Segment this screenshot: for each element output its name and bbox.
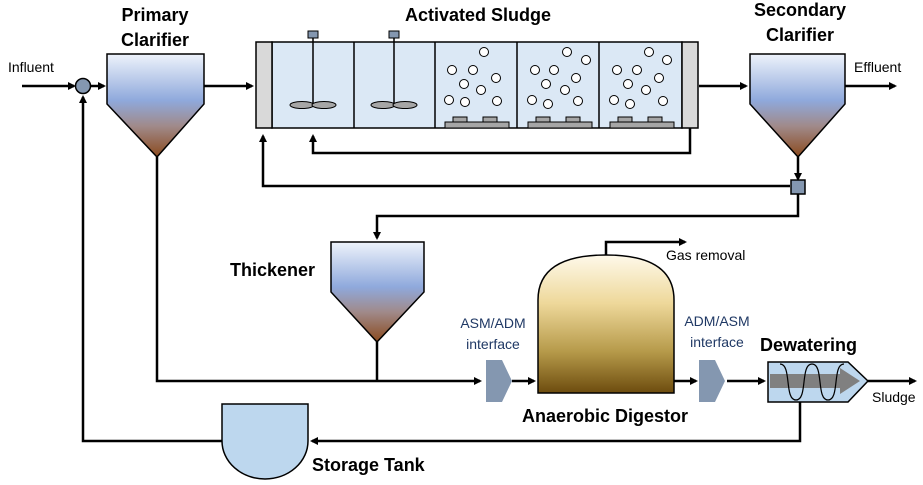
adm-asm-label-line1: ADM/ASM: [684, 313, 749, 329]
dewatering-unit: [767, 361, 870, 403]
aeration-bubbles-icon: [444, 47, 502, 107]
waste-sludge-to-thickener-pipe: [373, 194, 800, 240]
basin-inlet-cap: [255, 41, 273, 129]
secondary-clarifier-label-line1: Secondary: [754, 0, 846, 20]
aeration-bubbles-icon: [609, 47, 672, 109]
anaerobic-digestor-label: Anaerobic Digestor: [522, 406, 688, 426]
secondary-clarifier-label-line2: Clarifier: [766, 25, 834, 45]
primary-clarifier-label-line1: Primary: [121, 5, 188, 25]
activated-sludge-basin: [255, 30, 699, 129]
primary-sludge-pipe: [155, 157, 482, 385]
gas-removal-label: Gas removal: [666, 247, 745, 263]
thickener-label: Thickener: [230, 260, 315, 280]
screw-coil-icon: [779, 363, 845, 401]
dewatering-label: Dewatering: [760, 335, 857, 355]
aeration-bubbles-icon: [527, 47, 591, 109]
asm-adm-interface-block: [486, 360, 512, 402]
diffuser-icon: [609, 116, 675, 129]
asm-adm-label-line2: interface: [466, 336, 520, 352]
primary-clarifier-label-line2: Clarifier: [121, 30, 189, 50]
storage-return-pipe: [79, 95, 222, 443]
activated-sludge-label: Activated Sludge: [405, 5, 551, 25]
mixer-icon: [289, 30, 337, 109]
sludge-splitter: [790, 179, 806, 195]
internal-recycle-pipe: [309, 128, 692, 155]
mixer-icon: [370, 30, 418, 109]
basin-outlet-cap: [681, 41, 699, 129]
influent-label: Influent: [8, 59, 54, 75]
sludge-label: Sludge: [872, 389, 916, 405]
diffuser-icon: [444, 116, 510, 129]
return-sludge-pipe: [259, 134, 790, 188]
thickener-vessel: [330, 241, 425, 344]
diffuser-icon: [527, 116, 593, 129]
asm-adm-label-line1: ASM/ADM: [460, 315, 525, 331]
filtrate-pipe: [310, 402, 802, 445]
primary-clarifier: [106, 53, 205, 159]
mixing-node: [74, 77, 92, 95]
adm-asm-interface-block: [699, 360, 725, 402]
anaerobic-digestor-vessel: [537, 254, 675, 394]
storage-tank-vessel: [221, 403, 309, 480]
gas-removal-pipe: [604, 238, 687, 255]
secondary-clarifier: [749, 53, 846, 159]
effluent-label: Effluent: [854, 59, 901, 75]
adm-asm-label-line2: interface: [690, 334, 744, 350]
storage-tank-label: Storage Tank: [312, 455, 426, 475]
